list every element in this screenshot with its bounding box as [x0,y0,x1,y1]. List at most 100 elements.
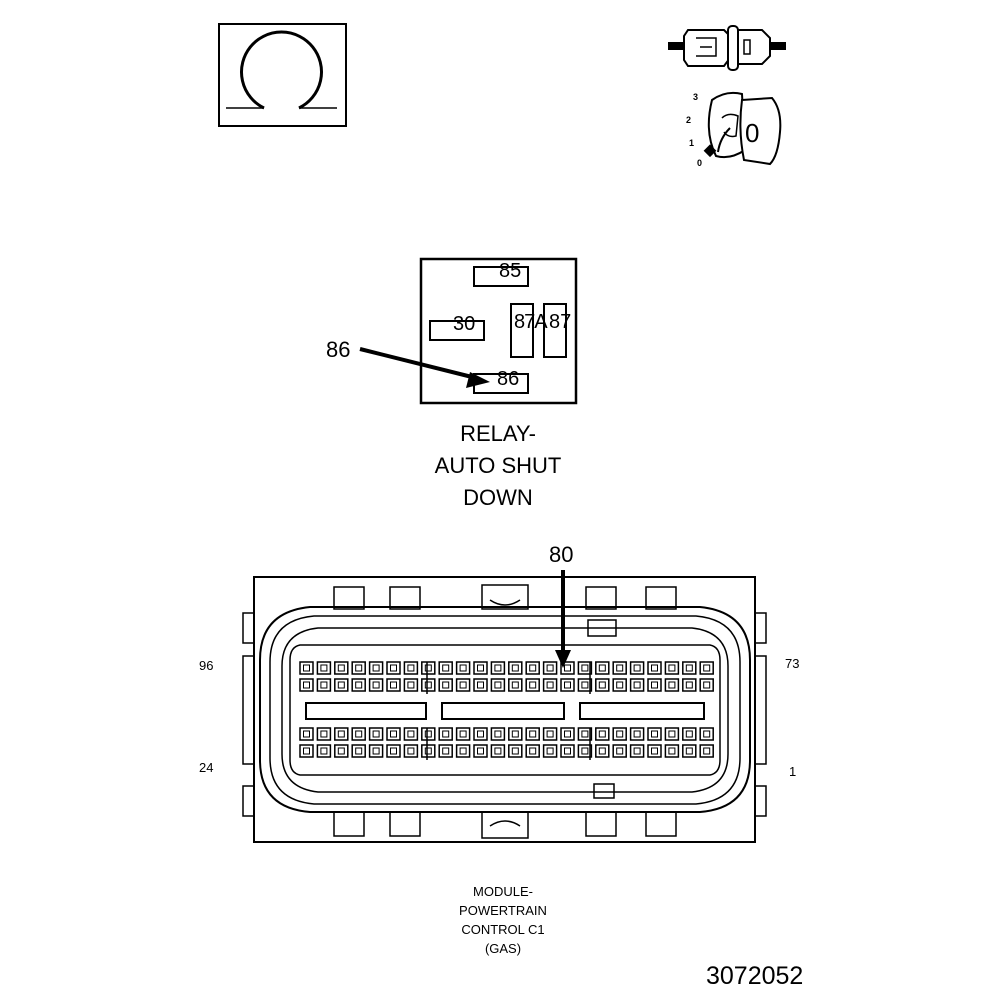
pin-cavity [490,744,506,758]
pin-cavity [368,727,384,741]
pin-terminal [424,681,432,689]
pin-terminal [564,681,571,689]
pin-terminal [303,730,310,738]
pin-cavity [612,744,627,758]
pin-cavity [473,744,488,758]
pin-cavity [595,678,610,692]
pin-cavity [595,727,610,741]
pin-label-1: 1 [789,764,797,779]
pin-cavity [490,678,506,692]
pin-terminal [494,747,502,755]
pin-cavity [577,661,593,675]
pin-cavity [682,678,697,692]
ohm-resistance-icon [218,23,347,127]
connector-probe-icon [668,25,786,71]
pin-terminal [459,681,467,689]
pin-terminal [511,664,519,672]
pin-terminal [337,664,345,672]
pin-cavity [316,744,332,758]
pin-cavity [542,727,558,741]
pin-terminal [616,681,624,689]
pin-terminal [668,747,676,755]
pin-cavity [560,661,575,675]
pin-cavity [455,727,471,741]
pin-terminal [459,664,467,672]
pin-cavity [299,744,314,758]
ignition-key-icon [703,91,782,166]
pin-cavity [508,678,523,692]
pin-cavity [299,678,314,692]
pin-terminal [390,664,397,672]
pin-cavity [560,678,575,692]
pin-terminal [390,730,397,738]
pin-cavity [682,661,697,675]
relay-title: RELAY- AUTO SHUT DOWN [400,418,596,514]
pin-terminal [668,730,676,738]
pin-terminal [511,681,519,689]
pin-terminal [668,681,676,689]
pin-terminal [633,730,641,738]
pin-cavity [699,678,714,692]
pin-cavity [334,661,349,675]
pin-terminal [668,664,676,672]
pin-cavity [560,744,575,758]
pin-cavity [351,678,366,692]
pin-cavity [421,744,436,758]
pin-terminal [651,681,658,689]
pin-cavity [525,727,540,741]
pin-terminal [546,664,554,672]
pin-terminal [581,681,589,689]
pin-cavity [542,661,558,675]
pin-terminal [407,730,415,738]
relay-terminal-30-label: 30 [453,313,476,335]
pin-cavity [368,661,384,675]
pin-terminal [442,730,450,738]
pin-cavity [629,661,645,675]
pin-cavity [334,678,349,692]
pin-cavity [299,727,314,741]
pin-cavity [682,744,697,758]
pin-terminal [355,664,363,672]
pin-cavity [664,727,680,741]
pin-cavity [316,727,332,741]
pin-terminal [633,681,641,689]
pin-cavity [542,678,558,692]
pin-terminal [703,730,711,738]
pin-cavity [299,661,314,675]
pin-cavity [386,744,401,758]
pin-terminal [442,747,450,755]
pin-terminal [372,664,380,672]
pin-terminal [651,664,658,672]
pin-terminal [651,730,658,738]
pin-cavity [421,678,436,692]
pin-cavity [386,661,401,675]
ignition-key-position: 0 [745,118,760,148]
pin-terminal [546,747,554,755]
pin-terminal [320,730,328,738]
pin-terminal [616,730,624,738]
pin-cavity [595,744,610,758]
pin-terminal [685,730,693,738]
pin-cavity [490,661,506,675]
pin-terminal [546,730,554,738]
pin-cavity [612,727,627,741]
pin-cavity [542,744,558,758]
relay-terminal-87a-slot [510,303,534,358]
pin-cavity [525,744,540,758]
pcm-title: MODULE- POWERTRAIN CONTROL C1 (GAS) [420,882,586,958]
pin-cavity [699,744,714,758]
pin-cavity [368,678,384,692]
pin-terminal [424,747,432,755]
pin-terminal [303,664,310,672]
pin-terminal [477,730,484,738]
pin-terminal [511,730,519,738]
pin-terminal [598,747,606,755]
pin-cavity [577,678,593,692]
pin-cavity [577,744,593,758]
pin-cavity [664,744,680,758]
pin-terminal [651,747,658,755]
pin-terminal [616,664,624,672]
pin-terminal [494,681,502,689]
pin-cavity [629,744,645,758]
pin-cavity [386,727,401,741]
